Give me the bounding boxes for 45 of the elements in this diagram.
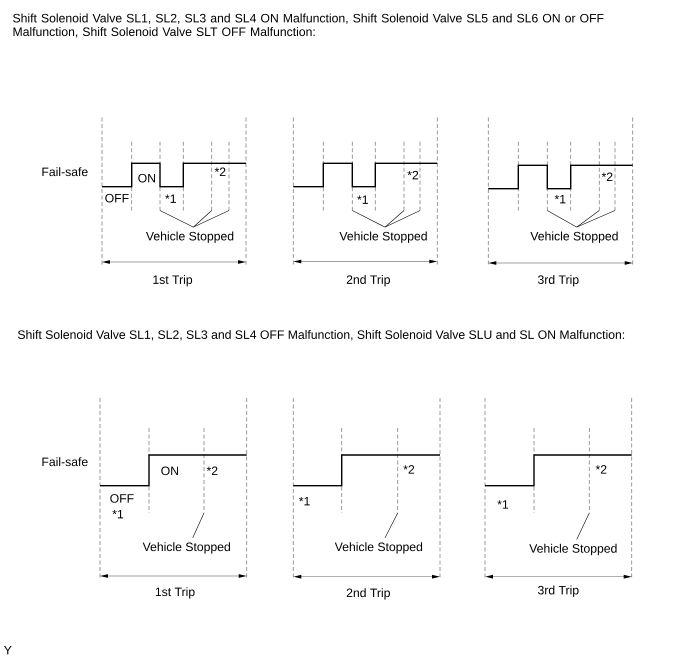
footnote-mark: *1 [497,500,508,509]
state-label: OFF [105,194,129,202]
footnote-mark: *2 [602,172,612,182]
leader-line [576,210,600,228]
signal-label: Fail-safe [42,457,88,466]
footnote-mark: *1 [357,195,368,204]
state-label: OFF [110,494,134,503]
leader-line [384,210,420,228]
section-heading: Shift Solenoid Valve SL1, SL2, SL3 and SL4 OFF Malfunction, Shift Solenoid Valve SLU and SL ON Malfunction: [18,330,624,340]
leader-line [547,210,577,228]
footnote-mark: *2 [407,170,418,180]
footnote-mark: *1 [299,496,310,506]
leader-line [193,210,212,228]
leader-line [160,210,194,228]
state-label: ON [161,466,178,476]
callout-label: Vehicle Stopped [146,232,234,243]
leader-line [192,512,204,538]
footnote-mark: *2 [403,465,414,474]
footnote-mark: *2 [596,465,606,474]
leader-line [384,210,404,228]
dimension-label: 2nd Trip [346,275,390,286]
dimension-label: 3rd Trip [538,275,579,286]
state-label: ON [138,174,155,182]
dimension-label: 3rd Trip [538,586,579,597]
dimension-label: 2nd Trip [346,588,390,600]
callout-label: Vehicle Stopped [334,542,422,554]
leader-line [352,210,386,228]
dimension-label: 1st Trip [156,587,195,599]
signal-label: Fail-safe [42,167,88,176]
callout-label: Vehicle Stopped [339,232,427,243]
footnote-mark: *1 [165,194,176,203]
footnote-mark: *1 [112,510,124,518]
footnote-mark: *2 [206,466,218,476]
leader-line [193,210,230,228]
footnote-mark: *2 [214,168,226,176]
callout-label: Vehicle Stopped [142,542,230,554]
footnote-mark: *1 [554,194,566,204]
callout-label: Vehicle Stopped [529,544,617,556]
callout-label: Vehicle Stopped [530,232,618,243]
figure-code: Y [4,646,12,654]
leader-line [576,210,616,228]
dimension-label: 1st Trip [153,275,192,286]
leader-line [384,512,398,538]
section-heading: Shift Solenoid Valve SL1, SL2, SL3 and SL4 ON Malfunction, Shift Solenoid Valve SL5 and SL6 ON or OFF Malfunction, Shift Solenoid Valve SLT OFF Malfunction: [13,14,604,38]
leader-line [576,512,590,540]
